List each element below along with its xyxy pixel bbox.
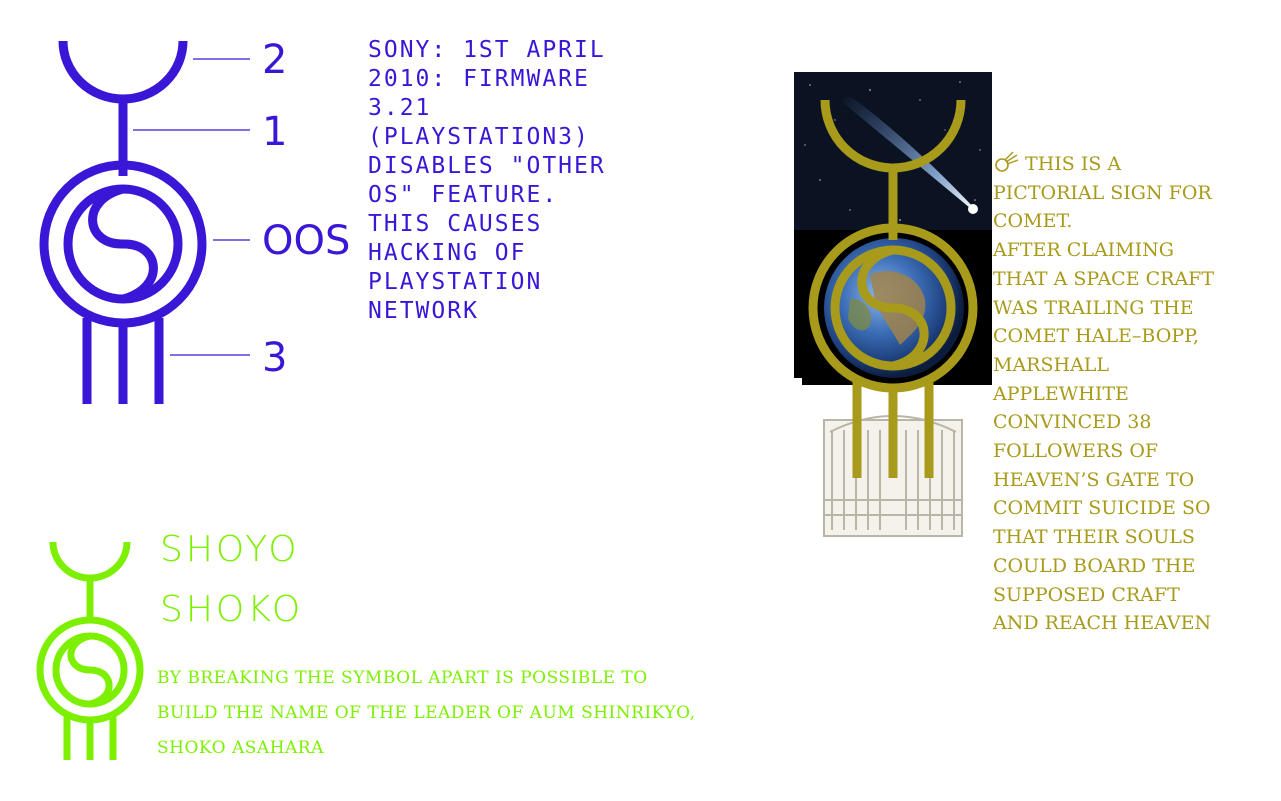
- comet-line: AND REACH HEAVEN: [993, 612, 1212, 635]
- sony-line: THIS CAUSES: [368, 211, 543, 237]
- comet-line: CONVINCED 38: [993, 411, 1152, 434]
- sony-line: DISABLES "OTHER: [368, 153, 606, 179]
- label-1: 1: [262, 109, 288, 155]
- blue-leader-lines: [133, 58, 250, 356]
- comet-line: AFTER CLAIMING: [993, 239, 1174, 262]
- name-line-shoko: SHOKO: [160, 589, 304, 630]
- blue-s-curve: [88, 184, 158, 304]
- blue-symbol-diagram: [39, 40, 250, 404]
- sony-note: SONY: 1ST APRIL 2010: FIRMWARE 3.21 (PLA…: [368, 36, 658, 326]
- sony-line: 2010: FIRMWARE: [368, 66, 590, 92]
- blue-symbol: [39, 40, 207, 404]
- caption-line: BUILD THE NAME OF THE LEADER OF AUM SHIN…: [157, 703, 696, 723]
- comet-line: WAS TRAILING THE: [993, 296, 1194, 319]
- sony-line: PLAYSTATION: [368, 269, 543, 295]
- green-cup-arc: [49, 541, 131, 582]
- name-line-shoyo: SHOYO: [160, 529, 300, 570]
- caption-line: BY BREAKING THE SYMBOL APART IS POSSIBLE…: [157, 668, 648, 688]
- green-symbol: [36, 541, 144, 760]
- comet-line: FOLLOWERS OF: [993, 440, 1159, 463]
- comet-line: HEAVEN’S GATE TO: [993, 468, 1195, 491]
- comet-line: MARSHALL: [993, 353, 1110, 376]
- comet-head: [968, 204, 978, 214]
- gold-s-curve: [857, 245, 929, 371]
- comet-line: SUPPOSED CRAFT: [993, 583, 1180, 606]
- sony-line: (PLAYSTATION3): [368, 124, 590, 150]
- sony-line: OS" FEATURE.: [368, 182, 559, 208]
- name-shoko: SHOKO: [160, 592, 303, 628]
- comet-line: THAT THEIR SOULS: [993, 526, 1195, 549]
- comet-line: COULD BOARD THE: [993, 554, 1196, 577]
- comet-line: THAT A SPACE CRAFT: [993, 267, 1215, 290]
- green-symbol-diagram: [36, 541, 144, 760]
- gold-symbol: [808, 99, 978, 478]
- comet-line: THIS IS A: [1025, 153, 1122, 175]
- sony-line: SONY: 1ST APRIL: [368, 37, 606, 63]
- sony-line: 3.21: [368, 95, 432, 121]
- label-3: 3: [262, 335, 288, 381]
- comet-note: THIS IS A PICTORIAL SIGN FOR COMET. AFTE…: [993, 150, 1243, 638]
- sony-line: HACKING OF: [368, 240, 527, 266]
- sony-line: NETWORK: [368, 298, 479, 324]
- comet-line: COMMIT SUICIDE SO: [993, 497, 1211, 520]
- comet-icon: [995, 151, 1019, 172]
- comet-line: APPLEWHITE: [993, 382, 1129, 405]
- label-oos: OOS: [262, 218, 351, 264]
- caption-line: SHOKO ASAHARA: [157, 738, 324, 758]
- comet-collage: [794, 72, 992, 537]
- comet-line: COMET HALE–BOPP,: [993, 325, 1200, 348]
- comet-line: COMET.: [993, 210, 1073, 233]
- comet-tail: [840, 96, 976, 210]
- green-s-curve: [67, 632, 113, 708]
- label-2: 2: [262, 37, 288, 83]
- stars: [804, 81, 981, 221]
- comet-line: PICTORIAL SIGN FOR: [993, 181, 1212, 204]
- green-caption: BY BREAKING THE SYMBOL APART IS POSSIBLE…: [157, 661, 777, 766]
- blue-cup-arc: [58, 40, 188, 104]
- name-shoyo: SHOYO: [160, 532, 300, 568]
